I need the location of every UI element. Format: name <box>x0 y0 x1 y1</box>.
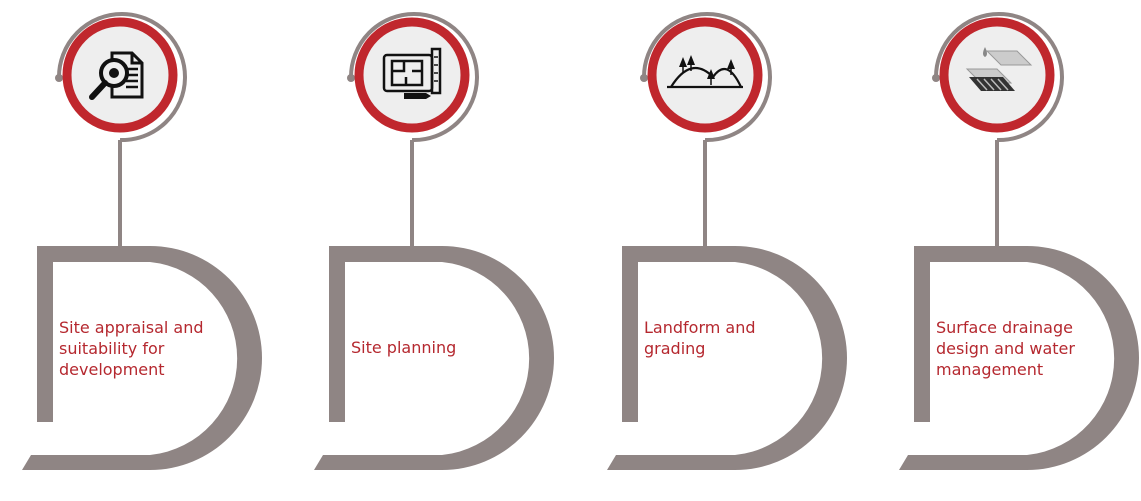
step-frame <box>607 12 847 470</box>
step-label: Site appraisal and suitability for devel… <box>59 318 204 379</box>
connector-dot <box>640 74 648 82</box>
document-search-icon <box>89 51 144 100</box>
step-1: Site appraisal and suitability for devel… <box>0 0 292 501</box>
connector-arc <box>56 12 187 143</box>
connector-dot <box>347 74 355 82</box>
step-label: Site planning <box>351 338 457 357</box>
drainage-icon <box>965 47 1033 91</box>
step-4: Surface drainage design and water manage… <box>877 0 1141 501</box>
step-3: Landform and grading <box>585 0 877 501</box>
step-label: Surface drainage design and water manage… <box>936 318 1075 379</box>
step-frame <box>899 12 1139 470</box>
step-frame <box>22 12 262 470</box>
step-frame <box>314 12 554 470</box>
icon-ring <box>647 17 763 133</box>
d-frame <box>899 246 1139 470</box>
connector-arc <box>933 12 1064 143</box>
landform-icon <box>667 55 743 89</box>
blueprint-icon <box>382 47 442 99</box>
connector-arc <box>348 12 479 143</box>
d-frame <box>314 246 554 470</box>
step-2: Site planning <box>292 0 584 501</box>
icon-ring <box>354 17 470 133</box>
connector-arc <box>641 12 772 143</box>
connector-dot <box>55 74 63 82</box>
d-frame <box>22 246 262 470</box>
d-frame <box>607 246 847 470</box>
step-label: Landform and grading <box>644 318 756 358</box>
connector-dot <box>932 74 940 82</box>
